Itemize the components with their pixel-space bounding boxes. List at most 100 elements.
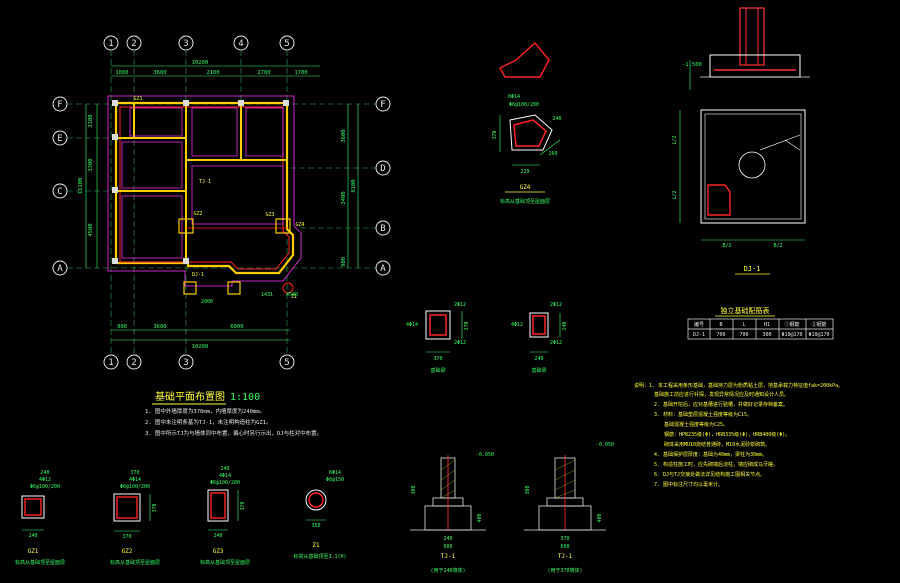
z1-rebar: 6Φ14 bbox=[329, 470, 341, 476]
gz2-caption: 标高从基础顶至屋面层 bbox=[110, 559, 160, 566]
gen-note-10: 7. 图中标注尺寸均以毫米计。 bbox=[654, 481, 723, 488]
table-header-rebar1: ①钢筋 bbox=[784, 321, 799, 328]
top-dim-4: 2700 bbox=[257, 70, 270, 76]
mid-left-side-rebar: 2Φ12 bbox=[454, 340, 466, 346]
right-dim-1: 3600 bbox=[341, 129, 347, 142]
left-dim-1: 2100 bbox=[88, 114, 94, 127]
left-dim-total: 11100 bbox=[78, 178, 84, 195]
foundation-table: 独立基础配筋表 编号 B L H1 ①钢筋 ②钢筋 DJ-1 700 700 3… bbox=[687, 306, 834, 340]
gen-note-7: 4. 基础保护层厚度：基础为40mm，梁柱为30mm。 bbox=[654, 451, 767, 458]
left-dim-3: 4500 bbox=[88, 223, 94, 236]
plan-note-3: 3. 图中所示TJ为与墙体同中布置，偏心时另行示出，DJ与柱对中布置。 bbox=[145, 429, 322, 437]
tj-left-dim-base: 600 bbox=[443, 544, 452, 550]
gz2-dim-h: 370 bbox=[152, 503, 158, 512]
top-dim-1: 1000 bbox=[115, 70, 128, 76]
gz1-caption: 标高从基础顶至屋面层 bbox=[15, 559, 65, 566]
tj-right-label: TJ-1 bbox=[558, 553, 573, 560]
grid-letter-right-A: A bbox=[380, 264, 386, 274]
plan-walls bbox=[107, 95, 302, 295]
gz1-dim-w: 240 bbox=[28, 533, 37, 539]
mid-right-dim-h: 240 bbox=[562, 321, 568, 330]
grid-letter-E: E bbox=[57, 134, 62, 144]
top-dim-5: 1700 bbox=[294, 70, 307, 76]
gen-note-0: 说明：1. 本工程采用条形基础，基础持力层为粉质粘土层，地基承载力特征值fak=… bbox=[634, 382, 843, 389]
grid-number-2: 2 bbox=[131, 39, 136, 49]
grid-letter-right-B: B bbox=[380, 224, 385, 234]
left-dim-2: 3300 bbox=[88, 158, 94, 171]
right-dim-total: 8100 bbox=[351, 179, 357, 192]
gz3-dim-h: 370 bbox=[240, 501, 246, 510]
top-dim-total: 10200 bbox=[192, 60, 209, 66]
gz4-dim-269: 269 bbox=[548, 151, 557, 157]
top-dim-3: 2100 bbox=[206, 70, 219, 76]
grid-number-5: 5 bbox=[284, 39, 289, 49]
gz3-dim-w: 240 bbox=[213, 533, 222, 539]
tj-left-dim-w: 240 bbox=[443, 536, 452, 542]
mid-left-dim-h: 370 bbox=[464, 321, 470, 330]
label-gz1: GZ1 bbox=[133, 96, 142, 102]
gz1-label: GZ1 bbox=[28, 548, 39, 555]
right-dim-3: 900 bbox=[341, 257, 347, 267]
general-notes: 说明：1. 本工程采用条形基础，基础持力层为粉质粘土层，地基承载力特征值fak=… bbox=[634, 382, 843, 488]
table-cell-l: 700 bbox=[739, 332, 748, 338]
table-cell-rebar2: Φ10@170 bbox=[808, 332, 829, 338]
table-cell-h1: 300 bbox=[762, 332, 771, 338]
gz4-stirrup: Φ6@100/200 bbox=[509, 102, 539, 108]
gz4-dim-240: 240 bbox=[552, 116, 561, 122]
gz1-size: 240 bbox=[40, 470, 49, 476]
mid-left-dim-w: 370 bbox=[433, 356, 442, 362]
gz4-caption: 标高从基础顶至屋面层 bbox=[500, 198, 550, 205]
plan-note-1: 1. 图中外墙厚度为370mm，内墙厚度为240mm。 bbox=[145, 407, 265, 415]
gen-note-1: 基础施工前应进行钎探，发现异常情况应及时通知设计人员。 bbox=[654, 391, 789, 398]
table-title: 独立基础配筋表 bbox=[721, 306, 770, 315]
mid-right-rebar: 4Φ12 bbox=[511, 322, 523, 328]
gz4-detail: 8Φ14 Φ6@100/200 370 229 240 269 GZ4 标高从基… bbox=[492, 41, 562, 205]
grid-number-bottom-3: 3 bbox=[183, 358, 188, 368]
gz1-stirrup: Φ6@100/200 bbox=[30, 484, 60, 490]
grid-number-bottom-2: 2 bbox=[131, 358, 136, 368]
inner-dim-4500: 4500 bbox=[286, 292, 298, 298]
gz2-rebar: 4Φ14 bbox=[129, 477, 141, 483]
table-header-h1: H1 bbox=[764, 322, 770, 328]
gen-note-6: 砌体采用MU10烧结普通砖，M10水泥砂浆砌筑。 bbox=[664, 441, 770, 448]
tj-right-sub: (用于370墙体) bbox=[547, 567, 582, 574]
table-header-l: L bbox=[742, 322, 745, 328]
gen-note-4: 基础混凝土强度等级为C25。 bbox=[664, 421, 728, 428]
tj-details: -0.050 240 400 300 600 TJ-1 (用于240墙体) -0… bbox=[410, 442, 614, 574]
tj-right-dim-w: 370 bbox=[560, 536, 569, 542]
right-dim-2: 2400 bbox=[341, 191, 347, 204]
gen-note-9: 6. DJ与TJ交接处做法详见结构施工图相关节点。 bbox=[654, 471, 765, 478]
dj1-label: DJ-1 bbox=[744, 265, 761, 273]
gz3-caption: 标高从基础顶至屋面层 bbox=[200, 559, 250, 566]
top-dim-2: 3600 bbox=[153, 70, 166, 76]
tj-left-elev: -0.050 bbox=[476, 452, 494, 458]
gz4-dim-370: 370 bbox=[492, 130, 498, 139]
label-tj1: TJ-1 bbox=[199, 179, 211, 185]
label-gz3: GZ3 bbox=[265, 212, 274, 218]
grid-letter-F: F bbox=[57, 100, 62, 110]
gz2-dim-w: 370 bbox=[122, 534, 131, 540]
gz3-rebar: 4Φ14 bbox=[219, 473, 231, 479]
tj-left-label: TJ-1 bbox=[441, 553, 456, 560]
grid-number-bottom-5: 5 bbox=[284, 358, 289, 368]
table-cell-id: DJ-1 bbox=[693, 332, 705, 338]
z1-label: Z1 bbox=[312, 542, 320, 549]
gz3-size: 240 bbox=[220, 466, 229, 472]
grid-number-4: 4 bbox=[238, 39, 243, 49]
dj1-dim-b-right: B/2 bbox=[773, 243, 782, 249]
foundation-plan: 1 2 3 4 5 1 2 3 5 F E C A F D B A bbox=[52, 35, 391, 437]
gz4-rebar: 8Φ14 bbox=[508, 94, 520, 100]
gz4-dim-229: 229 bbox=[520, 169, 529, 175]
mid-left-rebar: 4Φ14 bbox=[406, 322, 418, 328]
tj-left-sub: (用于240墙体) bbox=[430, 567, 465, 574]
tj-right-dim-h1: 400 bbox=[597, 513, 603, 522]
gz2-label: GZ2 bbox=[122, 548, 133, 555]
mid-right-side-rebar: 2Φ12 bbox=[550, 340, 562, 346]
table-header-rebar2: ②钢筋 bbox=[811, 321, 826, 328]
gz3-label: GZ3 bbox=[213, 548, 224, 555]
mid-beam-sections: 370 370 4Φ14 2Φ12 2Φ12 基础梁 240 240 4Φ12 … bbox=[406, 302, 568, 374]
mid-right-dim-w: 240 bbox=[534, 356, 543, 362]
gz2-size: 370 bbox=[130, 470, 139, 476]
grid-number-3: 3 bbox=[183, 39, 188, 49]
bottom-dim-3: 6000 bbox=[230, 324, 243, 330]
